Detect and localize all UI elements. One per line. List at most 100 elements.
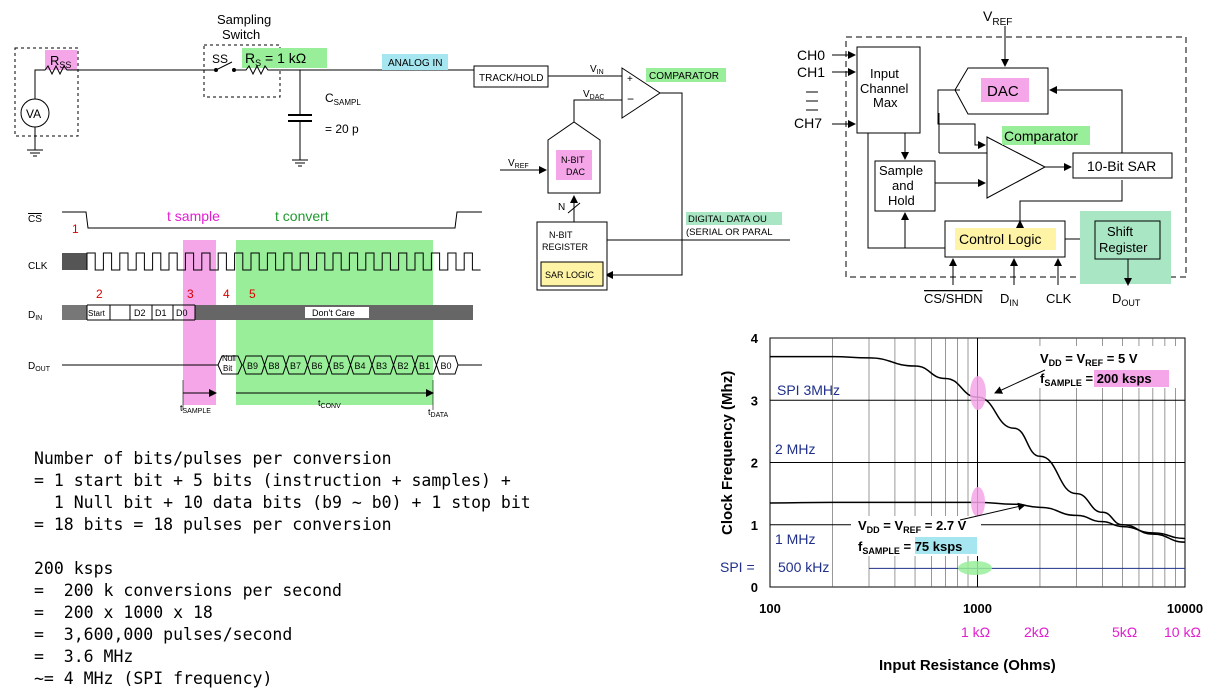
mux-label-1: Input (870, 66, 899, 81)
cs-waveform (62, 211, 482, 229)
sar-label: 10-Bit SAR (1087, 158, 1156, 174)
spi-500k-label: 500 kHz (778, 559, 829, 575)
chart-ylabel: Clock Frequency (Mhz) (719, 371, 736, 535)
dout-bit-b1: B1 (419, 361, 430, 371)
marker-ellipse-lower (971, 487, 985, 517)
nbit-dac-label-1: N-BIT (561, 155, 585, 165)
n-label: N (558, 202, 565, 213)
res-1k: 1 kΩ (961, 624, 990, 640)
note-line: 1 Null bit + 10 data bits (b9 ~ b0) + 1 … (34, 493, 531, 512)
vdac-label: VDAC (583, 89, 604, 101)
note-line: Number of bits/pulses per conversion (34, 449, 392, 468)
sampling-switch-label-1: Sampling (217, 12, 271, 27)
chart-xlabel: Input Resistance (Ohms) (879, 657, 1056, 674)
x-tick-label: 1000 (963, 601, 992, 616)
ch7-label: CH7 (794, 115, 822, 131)
dout-label: DOUT (28, 361, 51, 373)
dout-bit-b3: B3 (376, 361, 387, 371)
sampling-switch-label-2: Switch (222, 27, 260, 42)
din-label: DIN (28, 310, 42, 322)
note-line: = 3,600,000 pulses/second (34, 625, 293, 644)
t-convert-region (236, 240, 433, 405)
note-line: = 200 x 1000 x 18 (34, 603, 213, 622)
y-tick-label: 0 (751, 580, 758, 595)
t-convert-label: t convert (275, 208, 329, 224)
din-start: Start (88, 309, 106, 318)
analog-in-label: ANALOG IN (388, 58, 442, 69)
note-line: = 1 start bit + 5 bits (instruction + sa… (34, 471, 511, 490)
nbit-register-label-2: REGISTER (542, 242, 589, 252)
res-5k: 5kΩ (1112, 624, 1137, 640)
ch1-label: CH1 (797, 64, 825, 80)
spi-3mhz-label: SPI 3MHz (777, 382, 840, 398)
y-tick-label: 2 (751, 456, 758, 471)
dout-bit-b2: B2 (398, 361, 409, 371)
mux-label-2: Channel (860, 81, 909, 96)
null-bit-2: Bit (223, 364, 233, 373)
va-label: VA (26, 107, 41, 121)
sample-hold-block (874, 160, 936, 212)
note-line (34, 536, 531, 558)
csample-label: CSAMPL (325, 91, 361, 107)
y-tick-label: 4 (751, 331, 759, 346)
mux-label-3: Max (873, 95, 898, 110)
din-d1: D1 (155, 308, 167, 318)
lower-annot-line1: VDD = VREF = 2.7 V (858, 518, 967, 535)
sar-logic-label: SAR LOGIC (545, 270, 595, 280)
note-line: ~= 4 MHz (SPI frequency) (34, 669, 273, 688)
ch0-label: CH0 (797, 47, 825, 63)
sar-logic-block (540, 261, 604, 287)
svg-text:−: − (627, 92, 634, 106)
dont-care-label: Don't Care (312, 308, 355, 318)
clk-idle (62, 253, 87, 270)
comparator-label: COMPARATOR (649, 71, 719, 82)
null-bit-1: Null (222, 354, 236, 363)
dout-bit-b6: B6 (312, 361, 323, 371)
tconv-label: tCONV (318, 398, 341, 410)
timing-diagram: t sample t convert CS 1 CLK DIN Start D2… (28, 208, 482, 419)
dout-waveform (217, 355, 459, 375)
tdata-label: tDATA (428, 407, 448, 419)
bd-clk-label: CLK (1046, 291, 1072, 306)
marker-3: 3 (187, 287, 194, 301)
series-line-1 (770, 355, 1186, 543)
t-sample-region (183, 240, 216, 405)
nbit-dac-label-2: DAC (566, 167, 586, 177)
shift-reg-label-1: Shift (1107, 224, 1133, 239)
note-line: = 3.6 MHz (34, 647, 134, 666)
spi-1mhz-label: 1 MHz (775, 531, 815, 547)
digital-out-label-2: (SERIAL OR PARAL (686, 227, 773, 238)
vref-label: VREF (508, 158, 529, 170)
din-d2: D2 (134, 308, 146, 318)
spi-label: SPI = (720, 559, 755, 575)
calculation-notes: Number of bits/pulses per conversion = 1… (34, 448, 531, 690)
rss-resistor (34, 64, 200, 80)
marker-5: 5 (249, 287, 256, 301)
vin-label: VIN (590, 64, 604, 76)
digital-out-label-1: DIGITAL DATA OU (688, 214, 767, 225)
chip-outline (845, 36, 1187, 278)
clk-label: CLK (28, 261, 48, 272)
x-tick-label: 100 (759, 601, 781, 616)
y-tick-label: 3 (751, 393, 758, 408)
comparator-triangle (621, 67, 661, 119)
bd-comparator (986, 136, 1047, 199)
dout-bit-b7: B7 (290, 361, 301, 371)
clk-waveform (86, 252, 481, 271)
sh-label-2: and (892, 178, 914, 193)
marker-1: 1 (72, 222, 79, 236)
cs-shdn-label: CS/SHDN (924, 291, 983, 306)
dout-bit-b9: B9 (247, 361, 258, 371)
analog-in-highlight (382, 54, 448, 70)
sh-label-1: Sample (879, 163, 923, 178)
spi-2mhz-label: 2 MHz (775, 441, 815, 457)
dout-bit-b8: B8 (269, 361, 280, 371)
switch-box (203, 44, 281, 98)
bd-vref-label: VREF (983, 8, 1012, 28)
sampling-circuit: RSS VA Sampling Switch SS RS = 1 kΩ CSAM… (14, 12, 790, 291)
res-10k: 10 kΩ (1164, 624, 1201, 640)
dout-bit-b0: B0 (441, 361, 452, 371)
dac-label: DAC (987, 83, 1019, 100)
